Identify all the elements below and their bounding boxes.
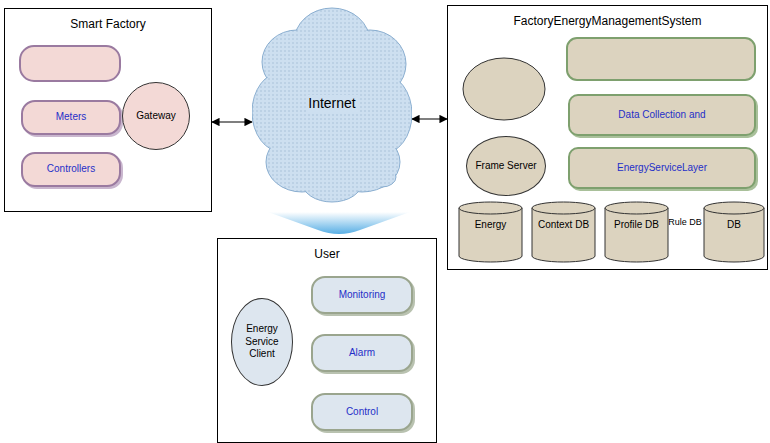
node-text: Monitoring [339,289,386,302]
node-text: Profile DB [606,219,667,232]
cylinder-shape [458,201,523,263]
gateway-circle: Gateway [122,82,190,150]
empty-band [567,38,755,80]
node-text: Control [346,406,378,419]
node-text: Energy [460,219,521,232]
node-text: Meters [56,111,87,124]
server-ellipse: Frame Server [466,136,546,196]
node-text: FactoryEnergyManagementSystem [448,14,767,29]
node-text: Energy Service Client [238,323,286,361]
device-pill: Meters [21,100,121,135]
empty-pill [20,46,120,81]
system-frame: FactoryEnergyManagementSystemFrame Serve… [447,5,768,270]
system-frame: Smart FactoryMetersControllers Gateway [4,8,212,212]
node-text: Smart Factory [5,17,211,32]
node-text: Internet [306,95,357,113]
node-text: User [218,247,436,262]
database-cylinder: Energy [458,201,523,263]
node-text: Controllers [47,163,95,176]
node-text: Context DB [533,219,594,232]
function-pill: Control [311,393,413,431]
signal-fan [268,212,410,234]
node-text: Gateway [136,110,175,123]
cylinder-shape [531,201,596,263]
node-text: DB [705,219,763,232]
empty-ellipse [463,58,545,120]
cylinder-shape [604,201,669,263]
link-arrow [212,121,252,122]
device-pill: Controllers [21,152,121,187]
system-frame: UserEnergy Service Client MonitoringAlarm… [217,238,437,443]
layer-band: EnergyServiceLayer [568,147,756,189]
database-cylinder: Profile DB [604,201,669,263]
function-pill: Monitoring [311,276,413,314]
node-text: Alarm [349,347,375,360]
function-pill: Alarm [311,334,413,372]
cylinder-shape [703,201,765,263]
node-text: Frame Server [475,160,536,173]
node-text: Data Collection and [618,109,705,122]
link-arrow [412,118,447,119]
internet-cloud: Internet [252,2,412,205]
layer-band: Data Collection and [568,94,756,136]
database-cylinder: DB [703,201,765,263]
node-text: EnergyServiceLayer [617,162,707,175]
note-label: Rule DB [668,216,702,230]
client-ellipse: Energy Service Client [231,298,293,386]
database-cylinder: Context DB [531,201,596,263]
